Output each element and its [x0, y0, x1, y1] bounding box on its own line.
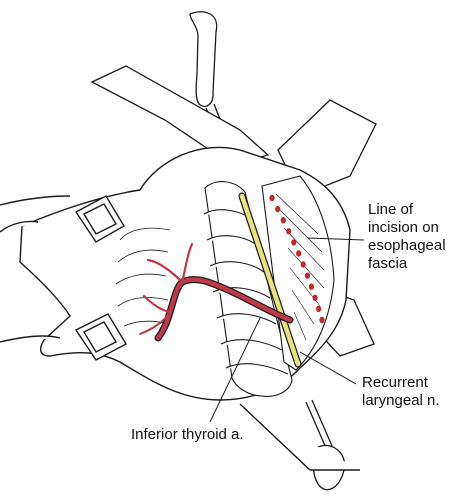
- incision-mark: [308, 283, 314, 290]
- incision-label: Line of incision on esophageal fascia: [368, 201, 446, 273]
- left-retractor-grips: [74, 195, 127, 361]
- incision-mark: [296, 250, 302, 257]
- incision-leader: [307, 237, 365, 241]
- inferior-thyroid-artery: [139, 242, 294, 342]
- upper-retractor: [90, 11, 270, 166]
- nerve-label: Recurrent laryngeal n.: [362, 374, 440, 410]
- recurrent-laryngeal-nerve: [238, 192, 302, 368]
- incision-mark: [291, 239, 297, 246]
- esophagus: [261, 175, 335, 371]
- incision-mark: [280, 217, 286, 224]
- nerve-label-line-1: Recurrent: [362, 374, 428, 391]
- incision-mark: [319, 316, 325, 324]
- incision-mark: [275, 205, 281, 213]
- incision-mark: [304, 272, 311, 279]
- incision-mark: [300, 261, 306, 268]
- incision-mark: [269, 194, 275, 202]
- thyroid-lobe: [115, 227, 171, 327]
- incision-mark: [286, 228, 292, 235]
- incision-label-line-1: Line of: [368, 201, 414, 218]
- trachea: [203, 181, 293, 397]
- nerve-label-line-2: laryngeal n.: [362, 392, 440, 409]
- incision-mark: [316, 305, 322, 313]
- artery-label: Inferior thyroid a.: [131, 426, 244, 443]
- incision-line: [269, 194, 325, 324]
- nerve-leader: [299, 351, 357, 385]
- incision-mark: [312, 294, 318, 301]
- leader-lines: [209, 237, 365, 423]
- incision-label-line-2: incision on: [368, 219, 439, 236]
- incision-label-line-3: esophageal: [368, 237, 446, 254]
- artery-leader: [209, 317, 261, 423]
- incision-label-line-4: fascia: [368, 255, 408, 272]
